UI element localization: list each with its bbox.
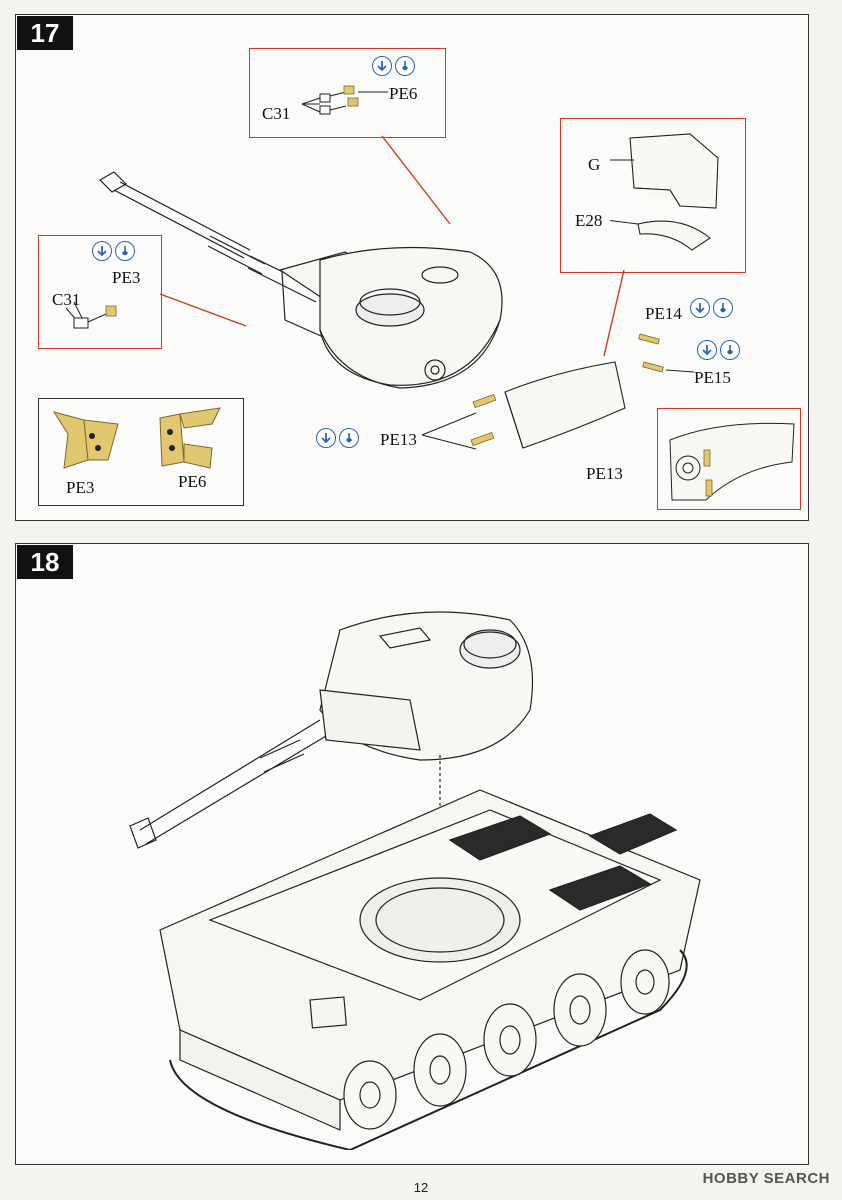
- glue-drop-icon: [713, 298, 733, 318]
- turret-floating: [319, 611, 533, 761]
- fold-down-icon: [697, 340, 717, 360]
- c31-pe3-parts: [65, 301, 117, 329]
- watermark-logo: HOBBY SEARCH: [702, 1170, 830, 1187]
- stowage-bin: [470, 361, 626, 449]
- fold-glue-icons-pe3: [92, 241, 135, 261]
- label-pe13-mid: PE13: [380, 430, 417, 449]
- label-g: G: [588, 155, 601, 174]
- fold-down-icon: [316, 428, 336, 448]
- step-17-number: 17: [17, 16, 73, 50]
- glue-drop-icon: [395, 56, 415, 76]
- fold-glue-icons-pe6: [372, 56, 415, 76]
- step-18-number: 18: [17, 545, 73, 579]
- fold-glue-icons-pe15: [697, 340, 740, 360]
- pe13-leader-mid: [421, 412, 477, 450]
- turret-drawing: [99, 171, 503, 389]
- glue-drop-icon: [720, 340, 740, 360]
- fold-down-icon: [92, 241, 112, 261]
- tank-assembly-drawing: [129, 611, 701, 1150]
- pe6-legend-icon: [159, 407, 221, 469]
- fold-glue-icons-pe14: [690, 298, 733, 318]
- glue-drop-icon: [115, 241, 135, 261]
- pe14-pe15-parts: [638, 333, 695, 373]
- fold-down-icon: [690, 298, 710, 318]
- pe13-detail-parts: [669, 422, 795, 501]
- label-pe13-right: PE13: [586, 464, 623, 483]
- label-pe14: PE14: [645, 304, 682, 323]
- detail-box-pe3: [38, 235, 162, 349]
- fold-glue-icons-pe13: [316, 428, 359, 448]
- label-c31-top: C31: [262, 104, 291, 123]
- pe3-legend-icon: [52, 411, 119, 469]
- label-pe15: PE15: [694, 368, 731, 387]
- label-e28: E28: [575, 211, 603, 230]
- c31-pe6-parts: [301, 85, 388, 115]
- g-e28-parts: [610, 133, 719, 251]
- page-number: 12: [413, 1180, 429, 1195]
- legend-label-pe3: PE3: [66, 478, 95, 497]
- label-pe6-top: PE6: [389, 84, 418, 103]
- leader-line-top: [381, 136, 451, 225]
- label-pe3-left: PE3: [112, 268, 141, 287]
- leader-line-left: [160, 293, 247, 327]
- fold-down-icon: [372, 56, 392, 76]
- leader-line-right: [603, 270, 625, 357]
- legend-label-pe6: PE6: [178, 472, 207, 491]
- detail-box-pe13: [657, 408, 801, 510]
- glue-drop-icon: [339, 428, 359, 448]
- label-c31-left: C31: [52, 290, 81, 309]
- detail-box-pe6: [249, 48, 446, 138]
- detail-box-g-e28: [560, 118, 746, 273]
- gun-barrel: [129, 719, 327, 849]
